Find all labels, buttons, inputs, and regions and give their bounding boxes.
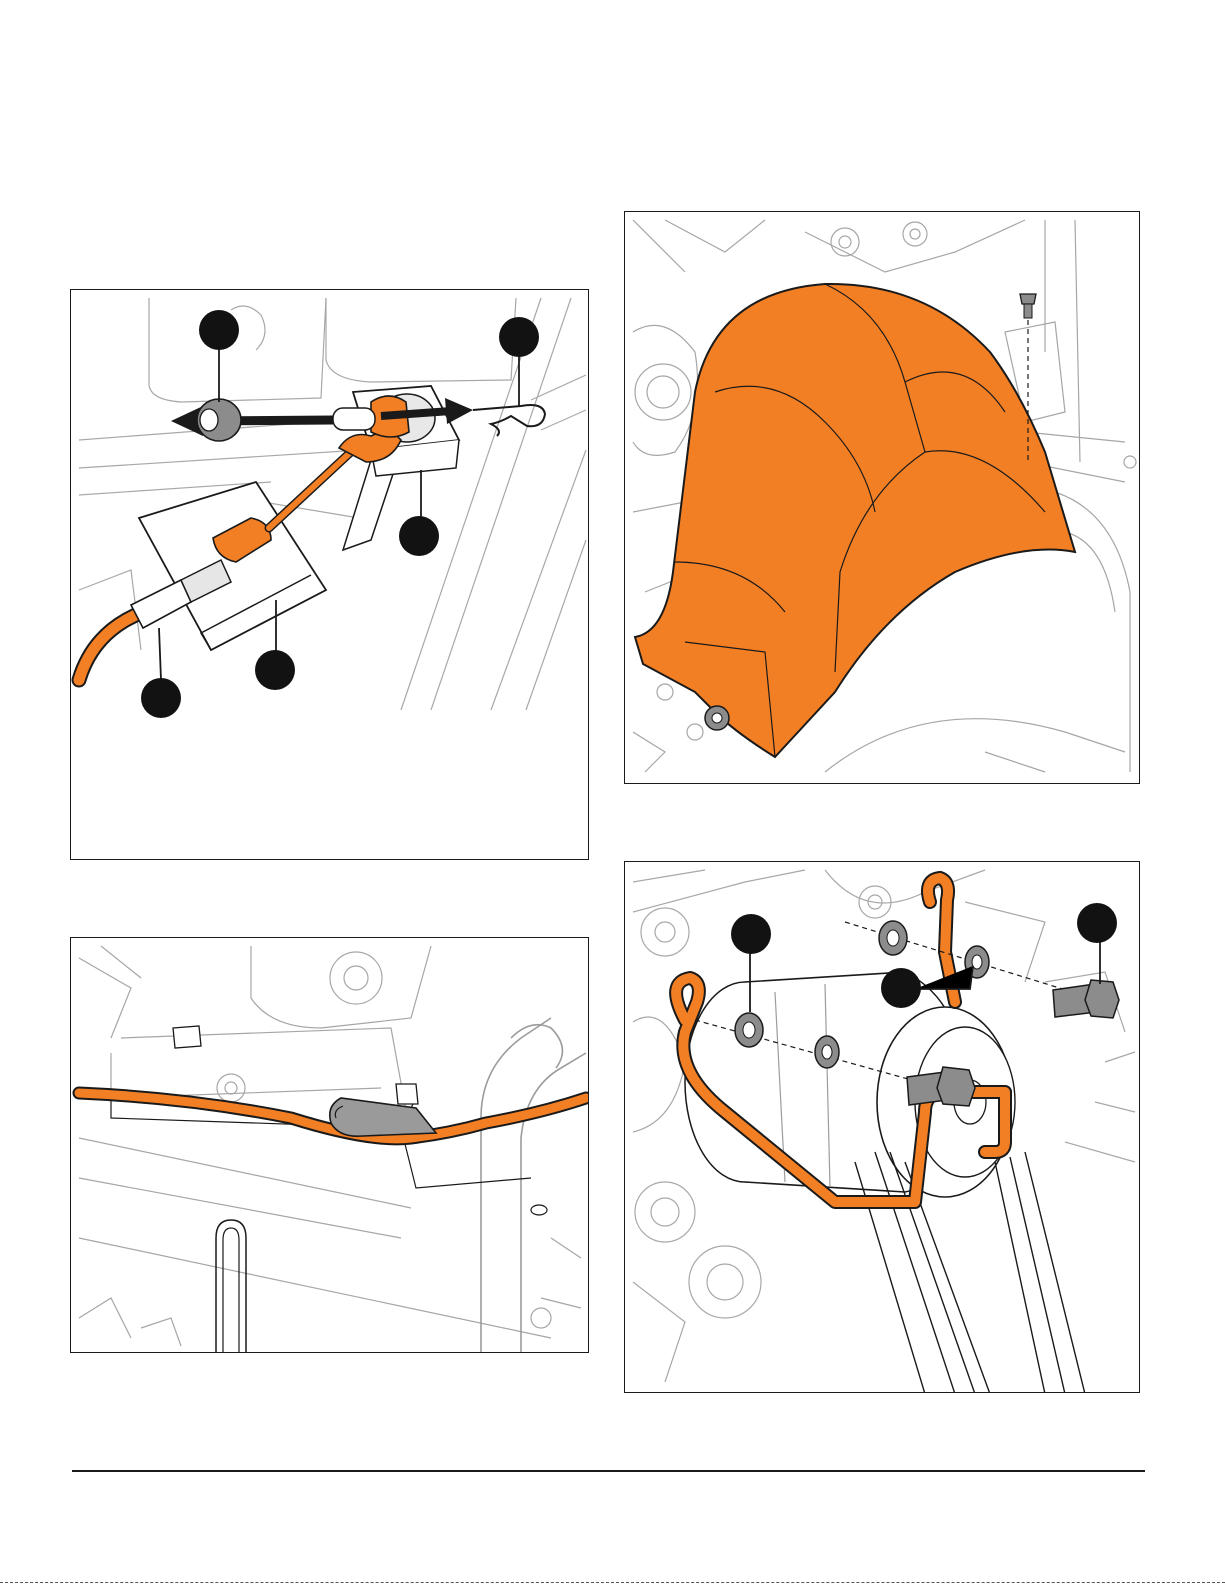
figure-cable-clevis: [70, 289, 589, 860]
callout-cable-bracket: [255, 650, 295, 690]
callout-cable-housing: [141, 678, 181, 718]
callout-clevis-bracket: [399, 516, 439, 556]
footer-rule: [72, 1470, 1145, 1472]
figure-belt-cover: [624, 211, 1140, 784]
cable-clip-illustration: [71, 938, 589, 1353]
figure-cable-clip: [70, 937, 589, 1353]
cable-clevis-illustration: [71, 290, 589, 860]
callout-washer: [731, 914, 771, 954]
callout-bolt: [1077, 903, 1117, 943]
callout-hairpin-cotter: [499, 317, 539, 357]
belt-cover-illustration: [625, 212, 1140, 784]
callout-washer: [199, 310, 239, 350]
figure-idler-bracket: [624, 861, 1140, 1393]
idler-bracket-illustration: [625, 862, 1140, 1393]
page-cut-line: [0, 1582, 1225, 1583]
callout-lock-washer: [881, 968, 921, 1008]
